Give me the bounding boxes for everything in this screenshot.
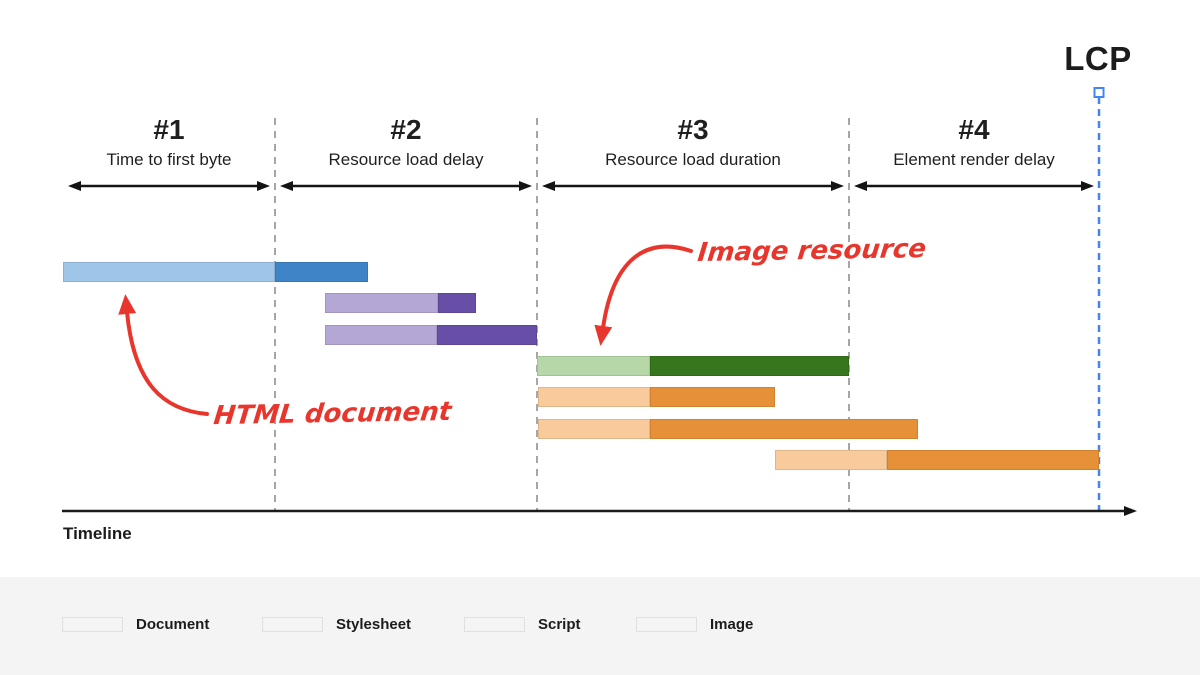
legend-label-script: Script bbox=[538, 616, 581, 633]
legend-label-stylesheet: Stylesheet bbox=[336, 616, 412, 633]
bar-document-light-segment bbox=[63, 262, 275, 282]
legend-item-stylesheet: Stylesheet bbox=[262, 617, 411, 632]
annotation-arrow-html-document bbox=[118, 294, 209, 416]
phase-4-label: Element render delay bbox=[893, 150, 1055, 169]
phase-2-label: Resource load delay bbox=[328, 150, 484, 169]
bar-document-dark-segment bbox=[275, 262, 368, 282]
html-document-annotation: HTML document bbox=[212, 396, 453, 432]
legend-item-document: Document bbox=[62, 617, 209, 632]
image-resource-annotation: Image resource bbox=[696, 234, 928, 268]
phase-1-number: #1 bbox=[153, 114, 185, 145]
bar-stylesheet-light-segment bbox=[325, 293, 438, 313]
bar-script-light-segment bbox=[538, 387, 650, 407]
image-swatch-icon bbox=[636, 617, 697, 632]
stylesheet-swatch-icon bbox=[262, 617, 323, 632]
legend-band bbox=[0, 577, 1200, 675]
phase-4-number: #4 bbox=[958, 114, 990, 145]
phase-2-number: #2 bbox=[390, 114, 422, 145]
bar-script-light-segment bbox=[538, 419, 650, 439]
bar-image-dark-segment bbox=[650, 356, 849, 376]
bar-script-dark-segment bbox=[887, 450, 1099, 470]
phase-1-label: Time to first byte bbox=[106, 150, 232, 169]
legend-label-image: Image bbox=[710, 616, 754, 633]
phase-3-number: #3 bbox=[677, 114, 709, 145]
legend-item-script: Script bbox=[464, 617, 581, 632]
bar-script-dark-segment bbox=[650, 419, 918, 439]
script-swatch-icon bbox=[464, 617, 525, 632]
bar-stylesheet-light-segment bbox=[325, 325, 437, 345]
lcp-label: LCP bbox=[1064, 40, 1132, 77]
bar-stylesheet-dark-segment bbox=[438, 293, 476, 313]
lcp-marker-square-icon bbox=[1093, 87, 1105, 98]
document-swatch-icon bbox=[62, 617, 123, 632]
phase-3-label: Resource load duration bbox=[605, 150, 781, 169]
timeline-axis-label: Timeline bbox=[63, 524, 132, 543]
bar-stylesheet-dark-segment bbox=[437, 325, 537, 345]
annotation-arrow-image-resource bbox=[594, 244, 693, 346]
bar-script-light-segment bbox=[775, 450, 887, 470]
legend-label-document: Document bbox=[136, 616, 210, 633]
legend-item-image: Image bbox=[636, 617, 753, 632]
bar-image-light-segment bbox=[537, 356, 650, 376]
bar-script-dark-segment bbox=[650, 387, 775, 407]
